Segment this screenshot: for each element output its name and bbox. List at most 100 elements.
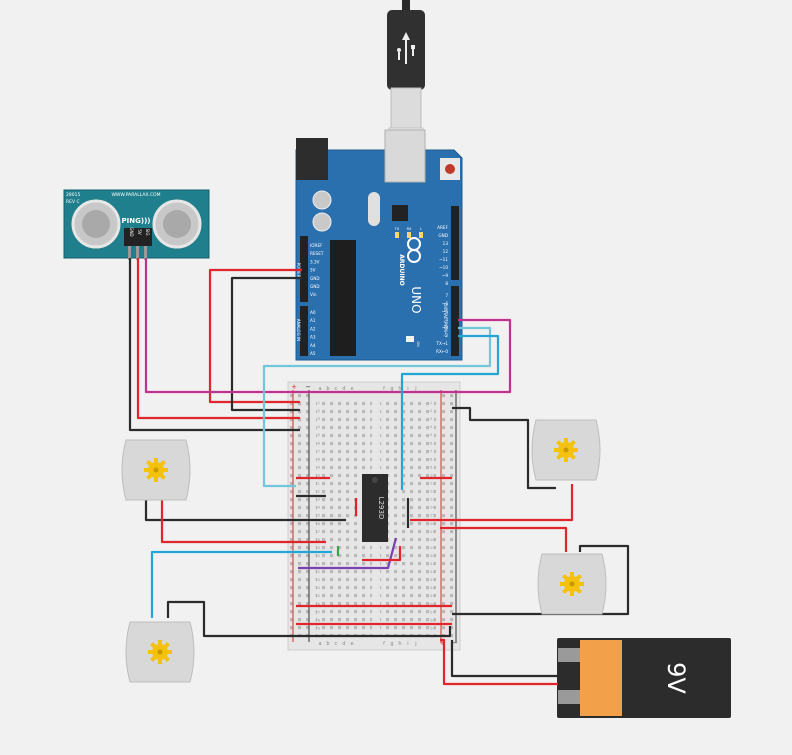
- row-number: 9: [318, 464, 321, 469]
- wire-sensor-sig[interactable]: [144, 258, 512, 394]
- power-pin-label: IOREF: [310, 243, 323, 248]
- row-number: 9: [430, 464, 433, 469]
- column-letter: i: [407, 641, 408, 647]
- wire-gnd[interactable]: [230, 276, 302, 412]
- row-number: 22: [430, 569, 435, 574]
- status-led: [419, 232, 423, 238]
- row-number: 19: [315, 545, 320, 550]
- column-letter: b: [326, 386, 329, 392]
- column-letter: d: [342, 386, 345, 392]
- analog-label: ANALOG IN: [296, 319, 301, 341]
- row-number: 7: [430, 448, 433, 453]
- row-number: 18: [315, 537, 320, 542]
- wire-5v[interactable]: [208, 268, 302, 404]
- battery-9v[interactable]: 9V: [557, 638, 731, 718]
- digital-pin-label: ~5: [442, 309, 449, 314]
- status-led: [395, 232, 399, 238]
- analog-header[interactable]: [300, 306, 308, 356]
- row-number: 28: [430, 617, 435, 622]
- row-number: 12: [315, 489, 320, 494]
- row-number: 8: [318, 456, 321, 461]
- wire-mbl-a[interactable]: [150, 550, 332, 618]
- wire-pin3[interactable]: [400, 334, 500, 490]
- analog-pin-label: A1: [310, 318, 316, 323]
- row-number: 24: [315, 585, 320, 590]
- sensor-pin[interactable]: [128, 246, 131, 260]
- rail-minus-label: −: [305, 383, 311, 391]
- motor-top-right[interactable]: [531, 419, 601, 481]
- power-pin-label: 3.3V: [310, 259, 320, 264]
- digital-pin-label: 4: [445, 317, 448, 322]
- wire-mtr-b[interactable]: [410, 484, 574, 522]
- wire-mmr-a[interactable]: [440, 526, 568, 552]
- column-letter: h: [398, 641, 401, 647]
- battery-label: 9V: [662, 662, 690, 694]
- gear-icon: [144, 458, 168, 482]
- row-number: 13: [315, 497, 320, 502]
- digital-pin-label: 2: [445, 333, 448, 338]
- dc-motors[interactable]: [121, 419, 607, 683]
- row-number: 16: [315, 521, 320, 526]
- power-pin-label: GND: [310, 276, 320, 281]
- row-number: 18: [430, 537, 435, 542]
- column-letter: j: [414, 386, 416, 392]
- sensor-pin-label: SIG: [145, 229, 150, 236]
- row-number: 1: [430, 400, 433, 405]
- wire-mtl-b[interactable]: [160, 500, 326, 544]
- sensor-rev: REV C: [66, 199, 80, 205]
- wire-bat-plus[interactable]: [440, 638, 558, 686]
- ultrasonic-sensor[interactable]: 28015 REV C WWW.PARALLAX.COM PING))) GND…: [63, 189, 210, 260]
- column-letter: i: [407, 386, 408, 392]
- wires[interactable]: [128, 258, 630, 686]
- status-led-label: TX: [394, 227, 400, 231]
- column-letter: e: [350, 641, 353, 647]
- row-number: 23: [430, 577, 435, 582]
- arduino-logo-text: ARDUINO: [398, 254, 405, 285]
- wire-mtl-a[interactable]: [144, 500, 346, 522]
- l293d-chip[interactable]: L293D: [362, 474, 388, 542]
- row-number: 29: [315, 625, 320, 630]
- digital-pin-label: 8: [445, 281, 448, 286]
- row-number: 2: [318, 408, 321, 413]
- motor-bottom-left[interactable]: [125, 621, 195, 683]
- wire-bat-minus[interactable]: [450, 640, 558, 678]
- digital-header-bottom[interactable]: [451, 286, 459, 356]
- wire-chip-red[interactable]: [362, 546, 402, 562]
- analog-pin-label: A4: [310, 343, 316, 348]
- wire-sensor-gnd[interactable]: [128, 258, 300, 432]
- row-number: 15: [430, 513, 435, 518]
- row-number: 25: [430, 593, 435, 598]
- digital-pin-label: AREF: [437, 225, 448, 230]
- motor-middle-right[interactable]: [537, 553, 607, 615]
- motor-top-left[interactable]: [121, 439, 191, 501]
- wire-pin5[interactable]: [262, 326, 492, 488]
- row-number: 23: [315, 577, 320, 582]
- row-number: 4: [430, 424, 433, 429]
- column-letter: f: [383, 386, 385, 392]
- sensor-pin-label: 5V: [137, 229, 142, 235]
- row-number: 11: [315, 481, 320, 486]
- row-number: 16: [430, 521, 435, 526]
- row-number: 22: [315, 569, 320, 574]
- row-number: 10: [315, 472, 320, 477]
- sensor-url: WWW.PARALLAX.COM: [111, 192, 160, 198]
- digital-label: DIGITAL (PWM~): [443, 303, 448, 337]
- wire-mbl-b[interactable]: [166, 600, 452, 638]
- sensor-pin[interactable]: [136, 246, 139, 260]
- wire-mtr-a[interactable]: [452, 406, 556, 490]
- sensor-pin[interactable]: [144, 246, 147, 260]
- power-header[interactable]: [300, 236, 308, 302]
- wire-sensor-5v[interactable]: [136, 258, 300, 420]
- status-led-label: RX: [407, 227, 412, 231]
- wire-purple[interactable]: [298, 537, 398, 570]
- row-number: 14: [430, 505, 435, 510]
- digital-header-top[interactable]: [451, 206, 459, 280]
- row-number: 12: [430, 489, 435, 494]
- column-letter: g: [390, 386, 393, 392]
